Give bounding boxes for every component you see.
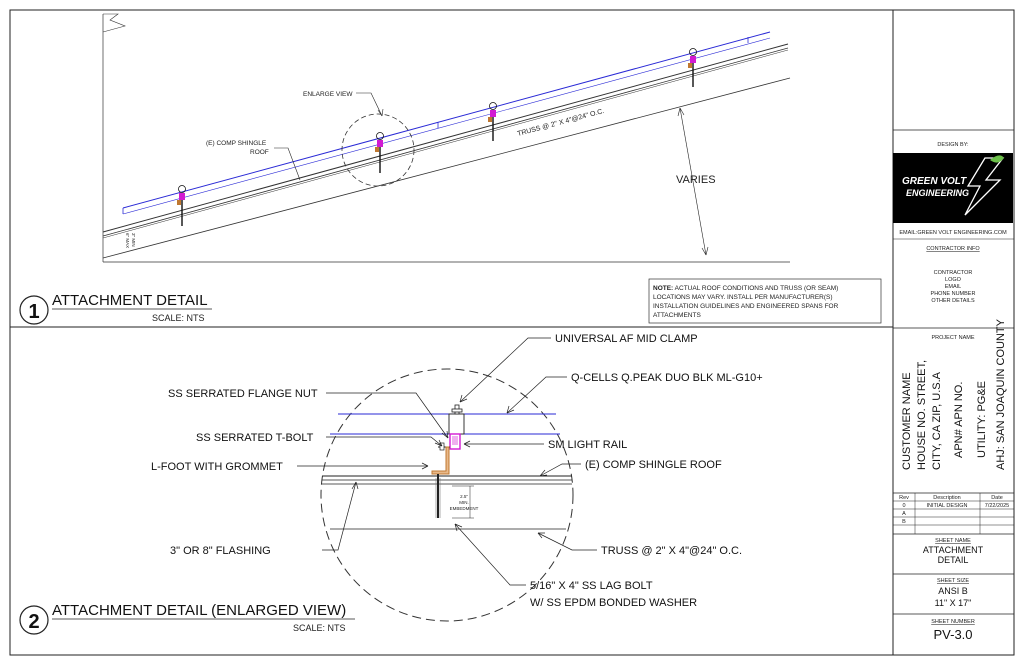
dim-max-label: 6" MAX [125, 233, 130, 248]
label-lag-bolt-2: W/ SS EPDM BONDED WASHER [530, 597, 697, 609]
embed-line1: 2.5" [460, 494, 468, 499]
note-box [648, 278, 882, 324]
contractor-line-4: PHONE NUMBER [931, 291, 976, 297]
label-roof: (E) COMP SHINGLE ROOF [585, 459, 722, 471]
dim-min-label: 3" MIN [131, 233, 136, 247]
label-t-bolt: SS SERRATED T-BOLT [196, 432, 314, 444]
detail-1-scale: SCALE: NTS [152, 313, 205, 323]
contractor-line-1: CONTRACTOR [934, 270, 973, 276]
detail-2-scale: SCALE: NTS [293, 623, 346, 633]
detail-1: ENLARGE VIEW (E) COMP SHINGLE ROOF TRUSS… [19, 13, 882, 325]
enlarge-view-circle [341, 113, 415, 187]
label-l-foot: L-FOOT WITH GROMMET [151, 461, 283, 473]
rev-row1-rev: A [902, 511, 906, 517]
contractor-line-2: LOGO [945, 277, 962, 283]
rev-row0-desc: INITIAL DESIGN [926, 503, 967, 509]
contractor-line-3: EMAIL [945, 284, 962, 290]
label-flange-nut: SS SERRATED FLANGE NUT [168, 388, 318, 400]
detail-2-number: 2 [28, 611, 39, 633]
rev-row0-date: 7/22/2025 [985, 503, 1009, 509]
sheet-size-line2: 11" X 17" [935, 598, 972, 608]
sm-light-rail [449, 433, 461, 450]
attachment-2 [375, 132, 384, 173]
note-line1: ACTUAL ROOF CONDITIONS AND TRUSS (OR SEA… [673, 285, 838, 292]
module-line [122, 31, 771, 209]
project-line-5: UTILITY: PG&E [976, 381, 988, 458]
label-truss: TRUSS @ 2" X 4"@24" O.C. [601, 545, 742, 557]
project-line-4: APN# APN NO. [953, 382, 965, 458]
company-logo [893, 153, 1013, 223]
mid-clamp [448, 413, 465, 435]
rev-row2-rev: B [902, 519, 906, 525]
sheet-name-line1: ATTACHMENT [923, 545, 984, 555]
detail-1-title: ATTACHMENT DETAIL [52, 292, 208, 309]
rev-header-date: Date [991, 495, 1003, 501]
sheet-name-line2: DETAIL [938, 555, 969, 565]
logo-line1: GREEN VOLT [902, 176, 967, 187]
contractor-info-label: CONTRACTOR INFO [926, 246, 980, 252]
embed-line2: MIN. [459, 500, 469, 505]
label-rail: SM LIGHT RAIL [548, 439, 627, 451]
roof-label-line1: (E) COMP SHINGLE [206, 140, 267, 147]
label-module: Q-CELLS Q.PEAK DUO BLK ML-G10+ [571, 372, 763, 384]
project-line-3: CITY, CA ZIP, U.S.A [931, 371, 943, 470]
embed-line3: EMBEDMENT [450, 506, 479, 511]
l-foot [431, 446, 450, 475]
enlarge-view-label: ENLARGE VIEW [303, 91, 353, 98]
design-by-label: DESIGN BY: [937, 142, 969, 148]
label-lag-bolt-1: 5/16" X 4" SS LAG BOLT [530, 580, 653, 592]
logo-line2: ENGINEERING [906, 188, 969, 198]
detail-2-title: ATTACHMENT DETAIL (ENLARGED VIEW) [52, 602, 346, 619]
detail-2: 2.5" MIN. EMBEDMENT UNIVERSAL AF MID CLA… [19, 333, 763, 635]
sheet-size-label: SHEET SIZE [937, 578, 969, 584]
note-bold: NOTE: [653, 285, 673, 292]
detail-2-bubble [19, 605, 49, 635]
rev-row0-rev: 0 [902, 503, 905, 509]
sheet-number: PV-3.0 [933, 627, 972, 642]
email-label: EMAIL:GREEN VOLT ENGINEERING.COM [899, 230, 1007, 236]
note-line3: INSTALLATION GUIDELINES AND ENGINEERED S… [653, 303, 839, 310]
label-mid-clamp: UNIVERSAL AF MID CLAMP [555, 333, 698, 345]
note-line2: LOCATIONS MAY VARY. INSTALL PER MANUFACT… [653, 294, 833, 301]
detail-1-bubble [19, 295, 49, 325]
lightning-icon [964, 157, 1005, 216]
rev-header-rev: Rev [899, 495, 909, 501]
detail-1-number: 1 [28, 301, 39, 323]
svg-text:NOTE: ACTUAL ROOF CONDITIONS A: NOTE: ACTUAL ROOF CONDITIONS AND TRUSS (… [653, 285, 838, 292]
varies-label: VARIES [676, 174, 716, 186]
note-line4: ATTACHMENTS [653, 312, 701, 319]
roof-surface [102, 43, 789, 233]
project-name-label: PROJECT NAME [932, 335, 975, 341]
sheet-number-label: SHEET NUMBER [931, 619, 975, 625]
sheet-size-line1: ANSI B [938, 586, 968, 596]
rev-header-desc: Description [933, 495, 961, 501]
label-flashing: 3" OR 8" FLASHING [170, 545, 271, 557]
sheet-border [9, 9, 1015, 656]
contractor-line-5: OTHER DETAILS [931, 298, 975, 304]
project-line-1: CUSTOMER NAME [901, 372, 913, 470]
attachment-4 [688, 48, 697, 87]
title-block: DESIGN BY: GREEN VOLT ENGINEERING EMAIL:… [893, 129, 1014, 642]
attachment-1 [177, 185, 186, 226]
project-line-2: HOUSE NO. STREET, [916, 360, 928, 470]
truss-line [102, 77, 791, 259]
sheet-name-label: SHEET NAME [935, 538, 971, 544]
enlarged-view-circle [320, 368, 574, 622]
attachment-3 [488, 102, 497, 141]
roof-label-line2: ROOF [250, 149, 269, 156]
project-line-6: AHJ: SAN JOAQUIN COUNTY [995, 318, 1007, 470]
